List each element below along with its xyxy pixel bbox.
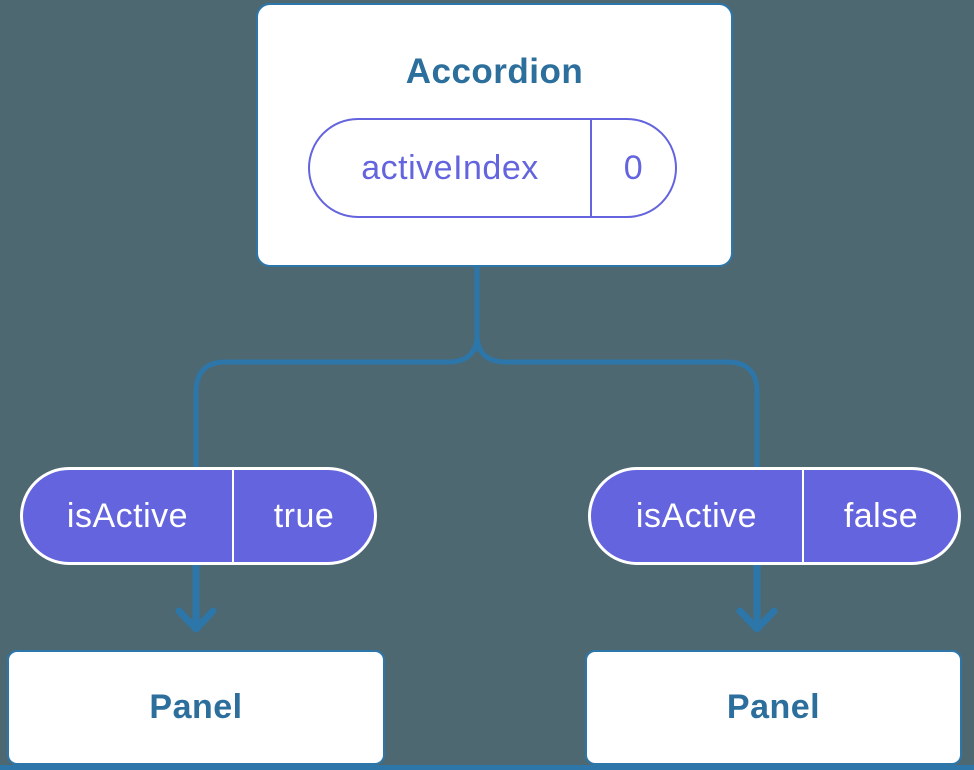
prop-value: true	[273, 496, 335, 535]
pill-divider	[802, 470, 804, 562]
prop-pill-isactive-false: isActive false	[588, 467, 961, 565]
prop-pill-isactive-true: isActive true	[20, 467, 377, 565]
pill-divider	[232, 470, 234, 562]
connector-branch-right	[474, 331, 760, 523]
prop-value: false	[843, 496, 919, 535]
connector-branch-left	[193, 331, 480, 523]
accordion-component-card: Accordion activeIndex 0	[256, 3, 733, 267]
prop-name: isActive	[66, 496, 189, 535]
panel-component-card-left: Panel	[7, 650, 385, 765]
prop-name: activeIndex	[361, 148, 539, 187]
pill-divider	[590, 120, 592, 216]
state-pill-activeindex: activeIndex 0	[308, 118, 677, 218]
component-title: Accordion	[405, 52, 584, 91]
prop-name: isActive	[635, 496, 758, 535]
bottom-edge-bar	[0, 765, 974, 770]
prop-value: 0	[623, 148, 644, 187]
panel-component-card-right: Panel	[585, 650, 962, 765]
